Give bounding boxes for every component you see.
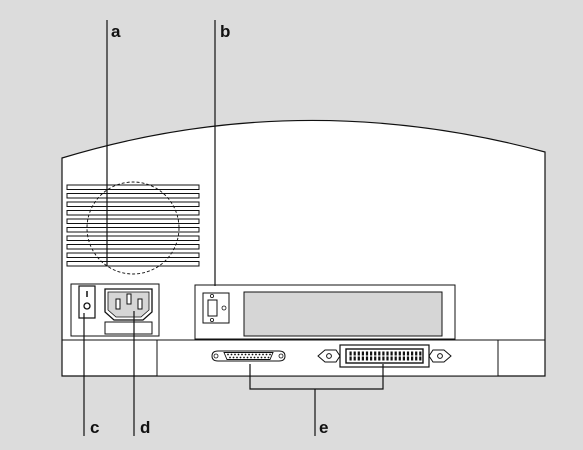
- centronics-pin: [398, 356, 401, 361]
- centronics-pin: [370, 356, 373, 361]
- vent-slot: [66, 261, 200, 267]
- interface-panel: [156, 339, 499, 377]
- callout-label-c: c: [90, 418, 99, 437]
- centronics-pin: [419, 356, 422, 361]
- centronics-pin: [386, 351, 389, 356]
- centronics-pin: [374, 356, 377, 361]
- centronics-pin: [415, 351, 418, 356]
- db25-pin: [260, 356, 263, 359]
- centronics-pin: [357, 356, 360, 361]
- centronics-pin: [370, 351, 373, 356]
- rocker-switch-icon: [78, 285, 96, 319]
- db25-pin: [246, 356, 249, 359]
- serial-port-icon: [202, 292, 230, 324]
- fan-vent-icon: [66, 181, 200, 275]
- option-panel: [194, 284, 456, 340]
- db25-pin: [244, 353, 247, 356]
- callout-label-e: e: [319, 418, 328, 437]
- centronics-pin: [357, 351, 360, 356]
- centronics-pin: [365, 351, 369, 356]
- centronics-pin: [419, 351, 422, 356]
- callout-label-d: d: [140, 418, 150, 437]
- vent-slot: [66, 244, 200, 250]
- callout-label-b: b: [220, 22, 230, 41]
- centronics-pin: [394, 356, 397, 361]
- power-module: [70, 283, 160, 337]
- vent-slot: [66, 252, 200, 258]
- db25-pin: [239, 356, 242, 359]
- option-slot-cover: [243, 291, 443, 337]
- db25-pin: [248, 353, 250, 356]
- db25-pin: [269, 353, 271, 356]
- centronics-pin: [365, 356, 369, 361]
- db25-pin: [236, 356, 238, 359]
- fan-outline: [86, 181, 180, 275]
- vent-slot: [66, 193, 200, 199]
- centronics-pin: [394, 351, 397, 356]
- centronics-pin: [353, 351, 356, 356]
- db25-pin: [251, 353, 254, 356]
- vent-slot: [66, 235, 200, 241]
- centronics-pin: [349, 351, 352, 356]
- db25-pin: [267, 356, 270, 359]
- centronics-pin: [411, 356, 414, 361]
- db25-pin: [255, 353, 257, 356]
- db25-pin: [237, 353, 240, 356]
- centronics-pin: [353, 356, 356, 361]
- centronics-pin: [361, 356, 364, 361]
- db25-pin: [234, 353, 236, 356]
- vent-slot: [66, 201, 200, 207]
- callout-leaders: [83, 20, 384, 436]
- centronics-pin: [382, 351, 385, 356]
- centronics-port-icon: [317, 344, 452, 368]
- centronics-pin: [398, 351, 401, 356]
- vent-slot: [66, 218, 200, 224]
- leader-bracket-e: [249, 364, 384, 390]
- vent-slot: [66, 184, 200, 190]
- centronics-pin: [374, 351, 377, 356]
- db25-pin: [264, 356, 266, 359]
- centronics-pin: [349, 356, 352, 361]
- db25-pin: [229, 356, 231, 359]
- callout-label-a: a: [111, 22, 121, 41]
- vent-slot: [66, 227, 200, 233]
- centronics-pin: [378, 356, 381, 361]
- centronics-pin: [361, 351, 364, 356]
- db25-pin: [257, 356, 259, 359]
- centronics-pin: [406, 356, 410, 361]
- db25-pin: [258, 353, 261, 356]
- centronics-pin: [386, 356, 389, 361]
- iec-power-socket-icon: [104, 288, 153, 335]
- db25-pin: [253, 356, 256, 359]
- centronics-pin: [402, 356, 405, 361]
- centronics-pin: [406, 351, 410, 356]
- centronics-pin: [415, 356, 418, 361]
- db25-pin: [243, 356, 245, 359]
- db25-pin: [262, 353, 264, 356]
- centronics-pin: [378, 351, 381, 356]
- centronics-pin: [390, 351, 393, 356]
- db25-pin: [230, 353, 233, 356]
- centronics-pin: [411, 351, 414, 356]
- centronics-pin: [390, 356, 393, 361]
- db25-port-icon: [211, 350, 286, 362]
- centronics-pin: [382, 356, 385, 361]
- centronics-pin: [402, 351, 405, 356]
- db25-pin: [250, 356, 252, 359]
- db25-pin: [241, 353, 243, 356]
- db25-pin: [232, 356, 235, 359]
- db25-pin: [265, 353, 268, 356]
- db25-pin: [227, 353, 229, 356]
- vent-slot: [66, 210, 200, 216]
